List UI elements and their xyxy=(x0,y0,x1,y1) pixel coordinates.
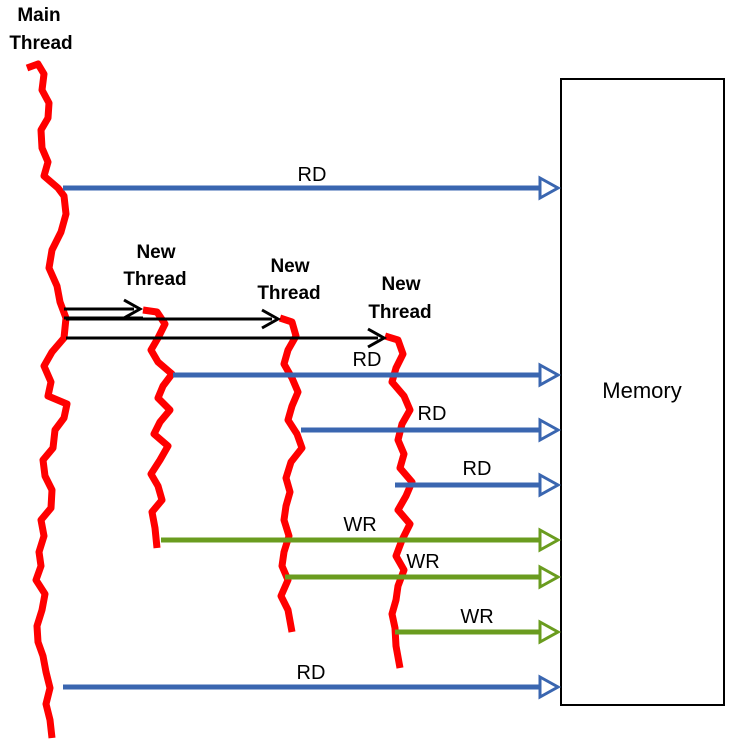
rd-arrow-main-bottom xyxy=(63,674,562,700)
rd-label-thread-2: RD xyxy=(418,403,447,425)
new-thread-3-label-line2: Thread xyxy=(368,302,431,323)
rd-label-thread-1: RD xyxy=(353,349,382,371)
memory-box xyxy=(560,78,725,706)
wr-arrow-thread-2 xyxy=(285,564,562,590)
spawn-arrow-2 xyxy=(66,308,282,330)
main-thread-line xyxy=(25,60,71,739)
wr-label-thread-1: WR xyxy=(343,514,376,536)
main-thread-label-line1: Main xyxy=(17,5,60,26)
new-thread-2-line xyxy=(277,314,306,633)
new-thread-1-label-line1: New xyxy=(136,242,175,263)
spawn-arrow-3 xyxy=(66,327,388,349)
memory-label: Memory xyxy=(602,378,681,403)
rd-arrow-main-top xyxy=(63,175,562,201)
wr-arrow-thread-1 xyxy=(161,527,562,553)
new-thread-3-line xyxy=(383,332,416,669)
rd-arrow-thread-2 xyxy=(301,417,562,443)
new-thread-2-label-line1: New xyxy=(270,256,309,277)
main-thread-label-line2: Thread xyxy=(9,33,72,54)
wr-label-thread-2: WR xyxy=(406,551,439,573)
new-thread-1-label-line2: Thread xyxy=(123,269,186,290)
rd-label-main-bottom: RD xyxy=(297,662,326,684)
rd-arrow-thread-1 xyxy=(173,362,562,388)
rd-label-main-top: RD xyxy=(298,164,327,186)
new-thread-2-label-line2: Thread xyxy=(257,283,320,304)
new-thread-3-label-line1: New xyxy=(381,274,420,295)
wr-arrow-thread-3 xyxy=(395,619,562,645)
new-thread-1-line xyxy=(142,306,176,549)
spawn-arrow-1 xyxy=(64,298,144,320)
rd-label-thread-3: RD xyxy=(463,458,492,480)
wr-label-thread-3: WR xyxy=(460,606,493,628)
rd-arrow-thread-3 xyxy=(395,472,562,498)
